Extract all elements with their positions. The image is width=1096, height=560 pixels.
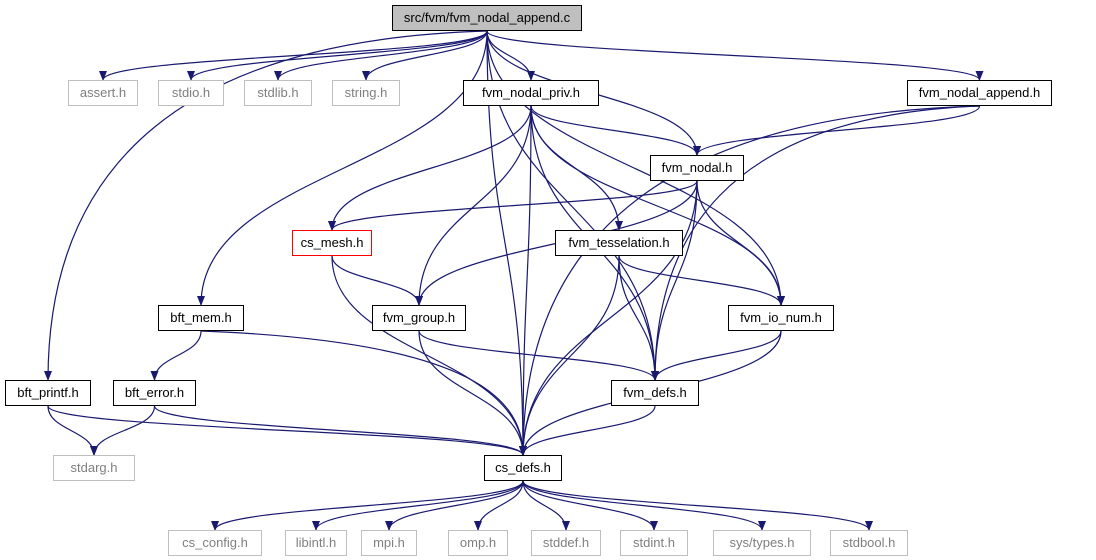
edge-cs_mesh-to-cs_defs	[331, 255, 527, 456]
node-stdarg-h: stdarg.h	[53, 455, 135, 481]
node-label: stdlib.h	[257, 85, 299, 100]
node-stdint-h: stdint.h	[620, 530, 688, 556]
node-label: string.h	[344, 85, 388, 100]
node-fvm-nodal-h[interactable]: fvm_nodal.h	[650, 155, 744, 181]
node-label: libintl.h	[295, 535, 337, 550]
edge-nodal-to-fvm_defs	[651, 180, 698, 381]
edge-layer	[44, 30, 984, 531]
node-fvm-defs-h[interactable]: fvm_defs.h	[611, 380, 699, 406]
edge-bft_printf-to-cs_defs	[47, 405, 527, 456]
edge-bft_mem-to-bft_error	[150, 330, 202, 381]
edge-root-to-string	[362, 30, 488, 81]
node-fvm-nodal-append-h[interactable]: fvm_nodal_append.h	[907, 80, 1052, 106]
edge-root-to-assert	[99, 30, 488, 81]
node-bft-mem-h[interactable]: bft_mem.h	[158, 305, 244, 331]
edge-root-to-nodal_append	[486, 30, 984, 81]
edge-cs_defs-to-mpi	[385, 480, 524, 531]
edge-tesselation-to-cs_defs	[519, 255, 620, 456]
node-label: stdio.h	[171, 85, 211, 100]
node-label: cs_defs.h	[495, 460, 551, 475]
edge-nodal-to-io_num	[696, 180, 785, 306]
node-label: sys/types.h	[729, 535, 795, 550]
edge-fvm_defs-to-cs_defs	[519, 405, 656, 456]
edge-nodal-to-cs_defs	[519, 180, 698, 456]
node-label: bft_mem.h	[170, 310, 232, 325]
edge-io_num-to-fvm_defs	[651, 330, 782, 381]
node-label: stdbool.h	[842, 535, 896, 550]
edge-bft_error-to-stdarg	[90, 405, 156, 456]
edge-root-to-cs_defs	[486, 30, 527, 456]
node-label: cs_mesh.h	[300, 235, 364, 250]
edge-root-to-stdio	[187, 30, 488, 81]
node-label: fvm_nodal_append.h	[918, 85, 1041, 100]
node-label: fvm_nodal.h	[661, 160, 733, 175]
node-fvm-io-num-h[interactable]: fvm_io_num.h	[728, 305, 834, 331]
node-label: stdarg.h	[70, 460, 118, 475]
edge-tesselation-to-io_num	[618, 255, 785, 306]
node-label: fvm_group.h	[382, 310, 456, 325]
node-cs-config-h: cs_config.h	[168, 530, 262, 556]
node-bft-error-h[interactable]: bft_error.h	[113, 380, 196, 406]
edge-bft_mem-to-cs_defs	[200, 330, 527, 456]
edge-root-to-nodal_priv	[486, 30, 535, 81]
node-cs-mesh-h[interactable]: cs_mesh.h	[292, 230, 372, 256]
node-fvm-nodal-priv-h[interactable]: fvm_nodal_priv.h	[463, 80, 599, 106]
node-omp-h: omp.h	[448, 530, 508, 556]
edge-cs_defs-to-stddef	[522, 480, 570, 531]
node-root-file: src/fvm/fvm_nodal_append.c	[392, 5, 582, 31]
edge-cs_defs-to-stdint	[522, 480, 658, 531]
node-stdbool-h: stdbool.h	[830, 530, 908, 556]
node-label: fvm_tesselation.h	[568, 235, 670, 250]
node-fvm-tesselation-h[interactable]: fvm_tesselation.h	[555, 230, 683, 256]
node-label: cs_config.h	[182, 535, 248, 550]
edge-cs_defs-to-libintl	[312, 480, 524, 531]
node-label: fvm_io_num.h	[740, 310, 822, 325]
node-label: stdint.h	[633, 535, 675, 550]
edge-group-to-fvm_defs	[418, 330, 659, 381]
node-assert-h: assert.h	[68, 80, 138, 106]
edge-tesselation-to-fvm_defs	[618, 255, 659, 381]
edge-root-to-stdlib	[274, 30, 488, 81]
edge-root-to-bft_mem	[197, 30, 488, 306]
edge-cs_defs-to-systypes	[522, 480, 766, 531]
node-label: bft_error.h	[124, 385, 185, 400]
node-string-h: string.h	[332, 80, 400, 106]
node-label: stddef.h	[542, 535, 590, 550]
node-stddef-h: stddef.h	[531, 530, 601, 556]
edge-nodal_append-to-fvm_defs	[651, 105, 980, 381]
node-label: bft_printf.h	[17, 385, 79, 400]
edge-cs_mesh-to-group	[331, 255, 423, 306]
node-cs-defs-h[interactable]: cs_defs.h	[484, 455, 562, 481]
edge-nodal_append-to-cs_defs	[519, 105, 980, 456]
node-label: fvm_nodal_priv.h	[481, 85, 581, 100]
edge-nodal_priv-to-nodal	[530, 105, 701, 156]
node-label: omp.h	[459, 535, 497, 550]
edge-group-to-cs_defs	[418, 330, 527, 456]
node-mpi-h: mpi.h	[361, 530, 417, 556]
node-libintl-h: libintl.h	[285, 530, 347, 556]
edge-nodal_append-to-nodal	[693, 105, 981, 156]
edge-cs_defs-to-omp	[474, 480, 524, 531]
node-label: src/fvm/fvm_nodal_append.c	[403, 10, 571, 25]
edge-cs_defs-to-stdbool	[522, 480, 873, 531]
edge-bft_error-to-cs_defs	[153, 405, 527, 456]
node-fvm-group-h[interactable]: fvm_group.h	[372, 305, 466, 331]
edge-nodal-to-cs_mesh	[328, 180, 698, 231]
edge-cs_defs-to-cs_config	[211, 480, 524, 531]
node-stdio-h: stdio.h	[158, 80, 224, 106]
edge-bft_printf-to-stdarg	[47, 405, 98, 456]
edge-nodal_priv-to-cs_defs	[519, 105, 532, 456]
edge-root-to-bft_printf	[44, 30, 488, 381]
node-label: assert.h	[79, 85, 127, 100]
edge-nodal_priv-to-cs_mesh	[328, 105, 532, 231]
node-bft-printf-h[interactable]: bft_printf.h	[5, 380, 91, 406]
edge-nodal_priv-to-group	[415, 105, 532, 306]
node-label: fvm_defs.h	[623, 385, 687, 400]
node-stdlib-h: stdlib.h	[244, 80, 312, 106]
node-label: mpi.h	[373, 535, 405, 550]
node-sys-types-h: sys/types.h	[713, 530, 811, 556]
